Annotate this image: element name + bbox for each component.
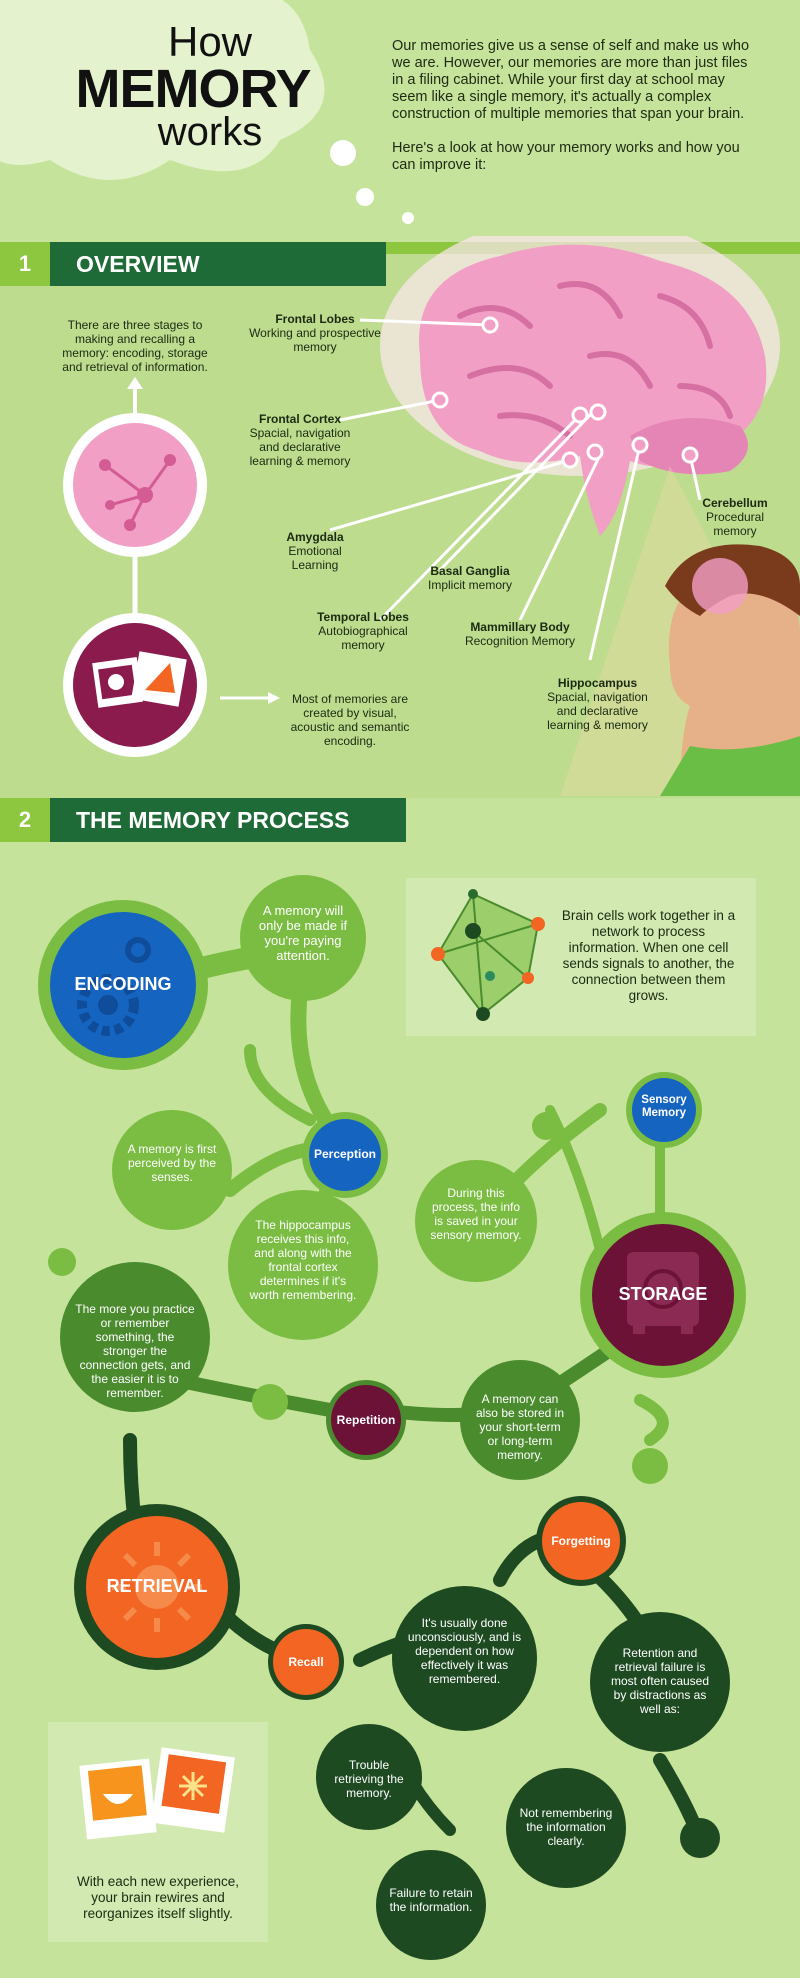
section-title: OVERVIEW [50, 242, 386, 286]
repetition-label: Repetition [336, 1413, 396, 1427]
stored-text: A memory can also be stored in your shor… [475, 1392, 565, 1462]
intro-paragraph-2: Here's a look at how your memory works a… [392, 140, 740, 173]
brain-icon [380, 236, 800, 796]
repetition-core [331, 1385, 401, 1455]
thought-bubble [330, 140, 356, 166]
rewire-text: With each new experience, your brain rew… [76, 1874, 240, 1921]
attention-text: A memory will only be made if you're pay… [258, 903, 348, 963]
sensory-blob: During this process, the info is saved i… [415, 1160, 537, 1282]
title-how: How [167, 18, 253, 65]
thought-bubble [356, 188, 374, 206]
thought-cloud [0, 0, 325, 180]
encoding-node: ENCODING [38, 900, 208, 1070]
storage-node: STORAGE [580, 1212, 746, 1378]
repetition-node[interactable]: Repetition [326, 1380, 406, 1460]
header: How MEMORY works Our memories give us a … [0, 0, 800, 240]
title-memory: MEMORY [75, 59, 312, 119]
forgetting-core [542, 1502, 620, 1580]
retention-text: Retention and retrieval failure is most … [610, 1646, 710, 1716]
thought-bubble [402, 212, 414, 224]
perceived-blob: A memory is first perceived by the sense… [112, 1110, 232, 1230]
encoding-core [50, 912, 196, 1058]
overview-flow [63, 377, 207, 757]
safe-icon [627, 1252, 699, 1334]
sensory-memory-node[interactable]: Sensory Memory [626, 1072, 702, 1148]
network-icon [431, 889, 545, 1021]
network-text: Brain cells work together in a network t… [561, 908, 736, 1003]
recall-label: Recall [288, 1655, 324, 1669]
trouble-text: Trouble retrieving the memory. [334, 1758, 404, 1800]
unconscious-text: It's usually done unconsciously, and is … [407, 1616, 522, 1686]
sensory-text: During this process, the info is saved i… [430, 1186, 522, 1242]
intro-paragraph: Our memories give us a sense of self and… [392, 38, 750, 122]
section-number: 1 [0, 242, 50, 286]
practice-text: The more you practice or remember someth… [75, 1302, 195, 1400]
recall-node[interactable]: Recall [268, 1624, 344, 1700]
hippocampus-text: The hippocampus receives this info, and … [249, 1218, 357, 1302]
forgetting-node[interactable]: Forgetting [536, 1496, 626, 1586]
section-number: 2 [0, 798, 50, 842]
retention-blob: Retention and retrieval failure is most … [590, 1612, 730, 1752]
title-works: works [157, 110, 263, 154]
retrieval-label: RETRIEVAL [106, 1576, 208, 1596]
failure-text: Failure to retain the information. [389, 1886, 473, 1914]
practice-blob: The more you practice or remember someth… [60, 1262, 210, 1412]
forgetting-label: Forgetting [551, 1534, 611, 1548]
sun-icon [112, 1542, 202, 1632]
perception-label: Perception [313, 1147, 376, 1161]
perception-core [309, 1119, 381, 1191]
storage-label: STORAGE [618, 1284, 708, 1304]
attention-blob: A memory will only be made if you're pay… [240, 875, 366, 1001]
recall-core [273, 1629, 339, 1695]
perceived-text: A memory is first perceived by the sense… [127, 1142, 217, 1184]
process-header: 2 THE MEMORY PROCESS [0, 798, 800, 842]
hippocampus-blob: The hippocampus receives this info, and … [228, 1190, 378, 1340]
photo-icon [79, 1747, 235, 1840]
not-remembering-blob: Not remembering the information clearly. [506, 1768, 626, 1888]
stored-blob: A memory can also be stored in your shor… [460, 1360, 580, 1480]
encoding-label: ENCODING [74, 974, 172, 994]
perception-node[interactable]: Perception [302, 1112, 388, 1198]
trouble-blob: Trouble retrieving the memory. [316, 1724, 422, 1830]
failure-blob: Failure to retain the information. [376, 1850, 486, 1960]
rewire-box: With each new experience, your brain rew… [48, 1722, 268, 1942]
section-title: THE MEMORY PROCESS [50, 798, 406, 842]
sensory-core [632, 1078, 696, 1142]
not-remembering-text: Not remembering the information clearly. [519, 1806, 613, 1848]
pointer-lines [329, 316, 702, 661]
overview-header: 1 OVERVIEW [0, 242, 800, 286]
gear-icon [77, 937, 151, 1036]
encoding-types-text: Most of memories are created by visual, … [290, 692, 410, 748]
sensory-memory-label: Sensory Memory [641, 1094, 687, 1119]
stages-text: There are three stages to making and rec… [62, 318, 208, 374]
retrieval-node: RETRIEVAL [74, 1504, 240, 1670]
arrow-right-icon [220, 692, 280, 704]
unconscious-blob: It's usually done unconsciously, and is … [392, 1586, 537, 1731]
network-box: Brain cells work together in a network t… [406, 878, 756, 1036]
